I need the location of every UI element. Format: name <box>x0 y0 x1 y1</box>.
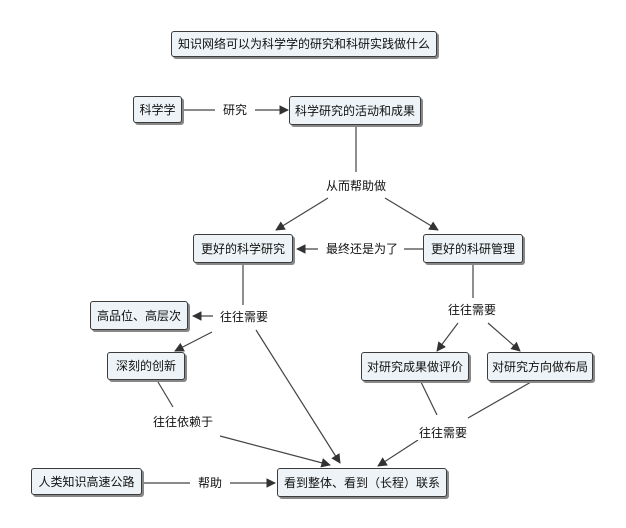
link-label-often-needs: 往往需要 <box>216 310 272 324</box>
node-plan-direction: 对研究方向做布局 <box>487 352 593 381</box>
edge-arrow <box>275 197 329 231</box>
node-high-quality: 高品位、高层次 <box>90 301 188 330</box>
link-label-research: 研究 <box>219 103 251 117</box>
node-holistic-view: 看到整体、看到（长程）联系 <box>277 468 447 497</box>
link-label-helps: 帮助 <box>194 476 226 490</box>
node-eval-results: 对研究成果做评价 <box>361 352 469 381</box>
edge-arrow <box>255 329 341 464</box>
edge-line <box>157 381 174 408</box>
link-label-often-relies-on: 往往依赖于 <box>149 415 217 429</box>
edge-line <box>467 381 532 419</box>
link-label-often-needs: 往往需要 <box>444 303 500 317</box>
node-deep-innovation: 深刻的创新 <box>107 352 185 380</box>
link-label-often-needs: 往往需要 <box>415 426 471 440</box>
edge-arrow <box>219 435 331 468</box>
link-label-ultimately-for: 最终还是为了 <box>322 242 402 256</box>
node-knowledge-highway: 人类知识高速公路 <box>31 468 142 495</box>
node-scientometrics: 科学学 <box>133 96 182 123</box>
edge-arrow <box>377 439 419 467</box>
edge-arrow <box>384 197 439 231</box>
node-better-research: 更好的科学研究 <box>193 234 293 263</box>
node-research-activities: 科学研究的活动和成果 <box>289 96 421 125</box>
edge-arrow <box>487 322 521 352</box>
node-better-management: 更好的科研管理 <box>423 234 523 263</box>
node-title: 知识网络可以为科学学的研究和科研实践做什么 <box>171 31 437 57</box>
link-label-thereby-helps: 从而帮助做 <box>322 179 390 193</box>
edge-line <box>420 381 438 416</box>
edge-arrow <box>174 331 213 352</box>
edge-arrow <box>436 322 459 352</box>
